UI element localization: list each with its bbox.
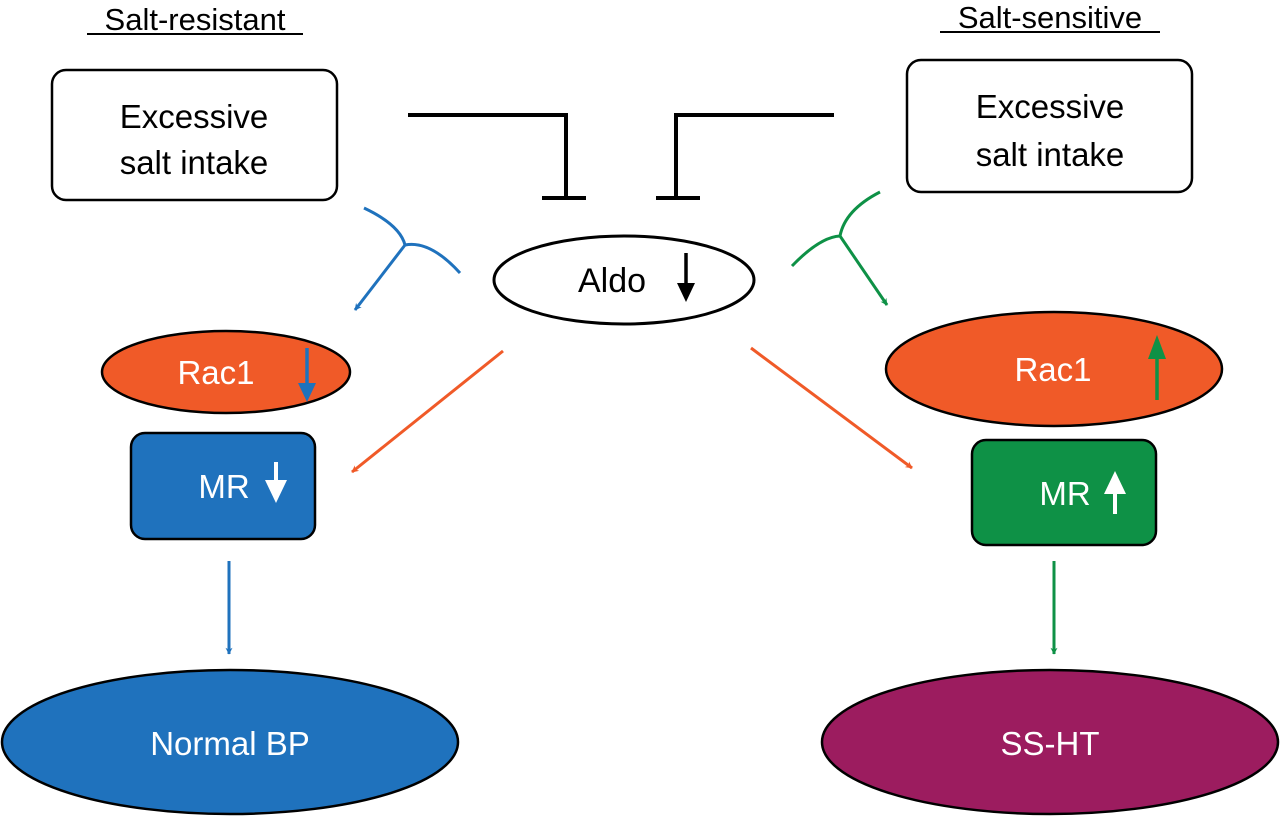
salt-intake-right-line1: Excessive <box>976 88 1125 125</box>
salt-intake-box-left: Excessive salt intake <box>50 68 339 202</box>
heading-salt-resistant: Salt-resistant <box>105 2 286 37</box>
inhibition-line-left <box>408 113 586 200</box>
mr-right-label: MR <box>1039 475 1090 512</box>
salt-intake-left-line2: salt intake <box>120 144 269 181</box>
arrow-up-icon <box>1104 471 1126 514</box>
aldo-to-mr-arrow-left <box>351 349 504 474</box>
aldo-label: Aldo <box>578 262 646 300</box>
salt-intake-right-line2: salt intake <box>976 136 1125 173</box>
mr-node-left: MR <box>129 431 317 541</box>
aldo-to-mr-arrow-right <box>750 346 913 470</box>
arrow-down-icon <box>265 462 287 503</box>
arrow-down-icon <box>677 253 695 302</box>
rac1-left-label: Rac1 <box>177 354 254 391</box>
salt-intake-left-line1: Excessive <box>120 98 269 135</box>
arrow-up-icon <box>1148 335 1166 400</box>
salt-intake-box-right: Excessive salt intake <box>905 58 1194 194</box>
outcome-right-label: SS-HT <box>1001 725 1100 762</box>
rac1-node-right: Rac1 <box>884 310 1224 428</box>
arrow-down-icon <box>298 348 316 402</box>
rac1-right-label: Rac1 <box>1014 351 1091 388</box>
salt-to-rac1-arrow-left <box>353 206 462 311</box>
mr-node-right: MR <box>970 438 1158 547</box>
salt-to-rac1-arrow-right <box>790 190 889 306</box>
inhibition-line-right <box>656 113 834 200</box>
outcome-left-label: Normal BP <box>150 725 310 762</box>
mr-left-label: MR <box>198 468 249 505</box>
rac1-node-left: Rac1 <box>100 329 352 415</box>
outcome-node-left: Normal BP <box>0 668 460 816</box>
outcome-node-right: SS-HT <box>820 668 1280 816</box>
aldo-node: Aldo <box>492 234 756 326</box>
heading-salt-sensitive: Salt-sensitive <box>958 0 1142 35</box>
